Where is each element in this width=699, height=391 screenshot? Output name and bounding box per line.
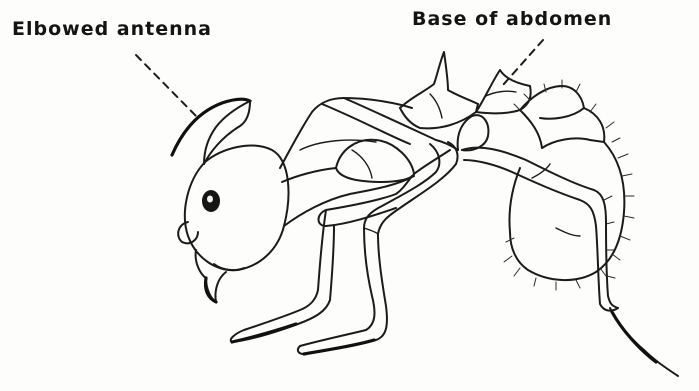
gaster [504, 80, 634, 290]
hind-leg [462, 148, 678, 376]
antenna [172, 99, 250, 164]
front-leg [231, 176, 412, 342]
antenna-leader-line [136, 55, 196, 116]
propodeum [400, 52, 478, 128]
head [178, 146, 288, 302]
thorax [280, 98, 458, 226]
